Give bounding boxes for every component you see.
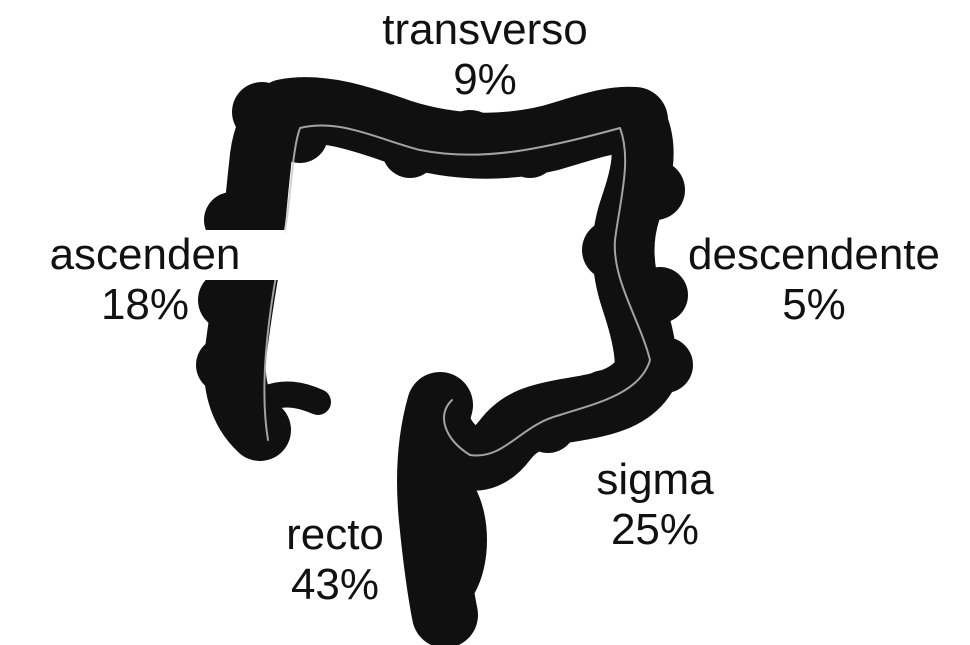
label-recto-name: recto	[260, 510, 410, 560]
label-transverso: transverso 9%	[340, 5, 630, 105]
label-sigma-percent: 25%	[570, 505, 740, 555]
label-descendente: descendente 5%	[664, 230, 964, 330]
label-descendente-percent: 5%	[664, 280, 964, 330]
label-descendente-name: descendente	[664, 230, 964, 280]
label-sigma: sigma 25%	[570, 455, 740, 555]
appendix	[268, 395, 318, 402]
label-recto-percent: 43%	[260, 560, 410, 610]
label-transverso-name: transverso	[340, 5, 630, 55]
label-ascendente-percent: 18%	[5, 280, 285, 330]
label-sigma-name: sigma	[570, 455, 740, 505]
label-transverso-percent: 9%	[340, 55, 630, 105]
label-ascendente-name: ascenden	[5, 230, 285, 280]
label-ascendente: ascenden 18%	[5, 230, 285, 330]
label-recto: recto 43%	[260, 510, 410, 610]
